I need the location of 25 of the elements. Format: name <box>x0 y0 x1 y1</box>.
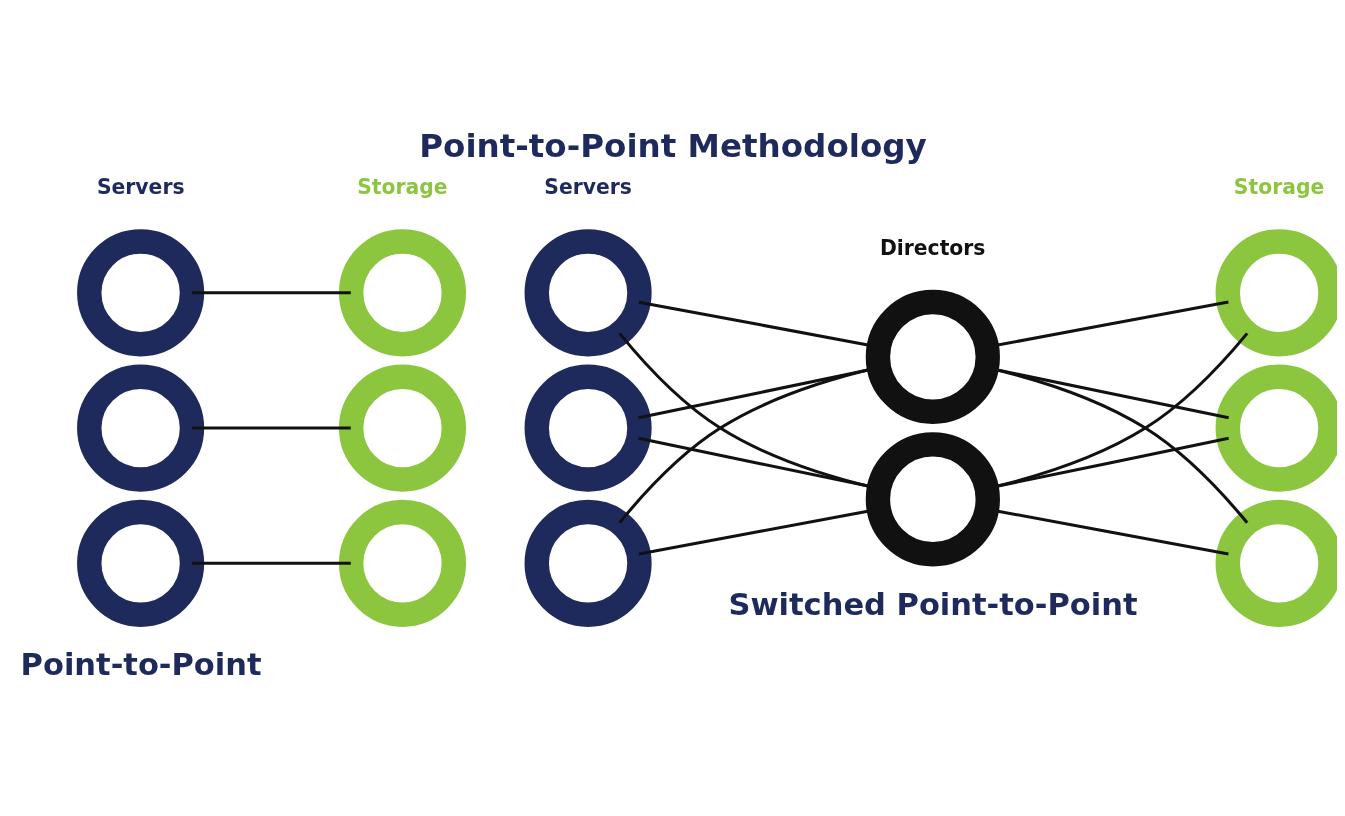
connector <box>192 426 351 430</box>
node-circle <box>338 499 467 627</box>
node-circle <box>1215 364 1337 492</box>
node-circle <box>524 364 652 492</box>
node-circle <box>1215 499 1337 627</box>
node-circle <box>865 431 1000 566</box>
label: Servers <box>544 174 632 199</box>
node-circle <box>865 289 1000 424</box>
node-circle <box>524 228 652 356</box>
node-circle <box>1215 228 1337 356</box>
connector <box>192 290 351 294</box>
diagram-title: Point-to-Point Methodology <box>419 126 927 165</box>
node-circle <box>338 228 467 356</box>
label: Switched Point-to-Point <box>728 586 1138 622</box>
label: Point-to-Point <box>20 646 262 682</box>
label: Storage <box>1233 174 1325 199</box>
node-circle <box>524 499 652 627</box>
node-circle <box>77 364 205 492</box>
label: Servers <box>96 174 185 199</box>
node-circle <box>77 499 205 627</box>
label: Storage <box>357 174 448 199</box>
node-circle <box>77 228 205 356</box>
node-circle <box>338 364 467 492</box>
label: Directors <box>879 235 986 260</box>
connector <box>192 561 351 565</box>
